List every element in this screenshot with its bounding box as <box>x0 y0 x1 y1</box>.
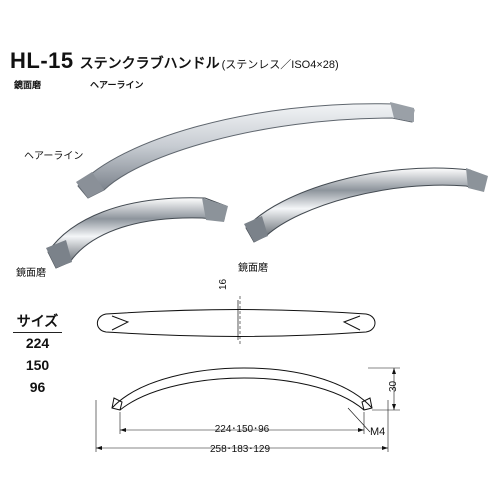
size-table-header: サイズ <box>13 310 62 333</box>
product-header: HL-15 ステンクラブハンドル (ステンレス／ISO4×28) <box>10 48 339 73</box>
size-table: サイズ 224 150 96 <box>13 310 62 398</box>
top-view-outline <box>96 309 376 337</box>
product-spec: (ステンレス／ISO4×28) <box>221 59 339 71</box>
hairline-handle <box>76 102 415 199</box>
dim-height-side: 30 <box>388 380 399 392</box>
dim-pitch: 224･150･96 <box>214 424 270 435</box>
size-cell: 224 <box>25 335 50 352</box>
mirror-small-handle <box>46 197 228 269</box>
mirror-medium-handle <box>244 167 488 243</box>
product-name: ステンクラブハンドル <box>79 55 220 71</box>
dim-height-top: 16 <box>218 278 229 290</box>
handle-photos <box>46 102 488 269</box>
photo-label-mirror-right: 鏡面磨 <box>238 263 268 274</box>
side-view-outline <box>111 367 373 409</box>
dim-length: 258･183･129 <box>209 444 271 455</box>
photo-label-mirror-left: 鏡面磨 <box>16 268 46 279</box>
size-cell: 96 <box>29 379 46 395</box>
model-number: HL-15 <box>10 48 74 73</box>
photo-label-hairline: ヘアーライン <box>24 151 84 162</box>
dim-screw: M4 <box>370 426 386 438</box>
finish-hairline-label: ヘアーライン <box>90 80 144 90</box>
finish-mirror-label: 鏡面磨 <box>14 80 42 90</box>
size-cell: 150 <box>25 357 50 373</box>
